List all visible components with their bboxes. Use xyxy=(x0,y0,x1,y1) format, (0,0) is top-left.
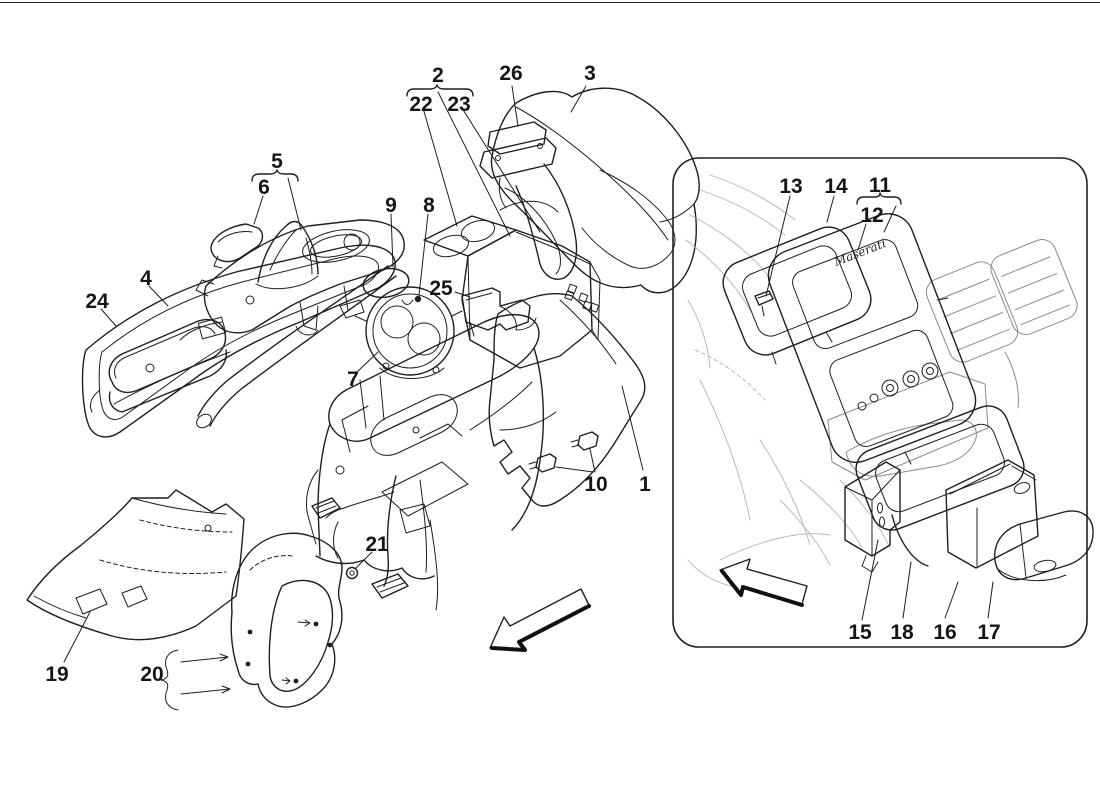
grommet-part-21 xyxy=(345,566,359,580)
wiring-harness xyxy=(311,475,431,599)
armrest-lid-part-3 xyxy=(490,87,700,294)
part-label-19: 19 xyxy=(45,663,68,686)
part-label-12: 12 xyxy=(860,204,883,227)
part-label-4: 4 xyxy=(140,267,152,290)
part-labels-main: 2 22 23 26 3 5 6 9 8 4 24 25 7 10 1 19 2… xyxy=(45,62,651,686)
part-label-24: 24 xyxy=(85,290,109,313)
part-label-23: 23 xyxy=(447,93,470,116)
part-label-10: 10 xyxy=(584,473,607,496)
ashtray-drawer-part-17 xyxy=(994,510,1094,582)
part-label-22: 22 xyxy=(409,93,432,116)
small-lid-part-6 xyxy=(210,223,264,269)
side-panel-part-1 xyxy=(488,290,646,507)
part-label-20: 20 xyxy=(140,663,163,686)
part-label-5: 5 xyxy=(271,150,283,173)
center-stack xyxy=(827,362,989,481)
part-label-8: 8 xyxy=(423,194,435,217)
part-label-6: 6 xyxy=(258,176,270,199)
leader-lines-main xyxy=(63,84,644,663)
latch-part-25 xyxy=(461,287,537,337)
hinge-arm xyxy=(499,163,578,280)
armrest-pad-part-24 xyxy=(108,318,231,413)
bracket-11-12 xyxy=(856,192,902,205)
part-label-25: 25 xyxy=(429,277,453,300)
cupholder-part-7 xyxy=(354,286,463,379)
fastener-clips-part-10 xyxy=(528,431,599,473)
part-labels-inset: 13 14 11 12 15 18 16 17 xyxy=(779,174,1000,644)
part-label-15: 15 xyxy=(848,621,872,644)
bracket-5-6 xyxy=(251,169,299,182)
rear-cover-part-20 xyxy=(230,532,343,708)
part-label-26: 26 xyxy=(499,62,522,85)
screw-part-8 xyxy=(414,295,422,303)
part-label-1: 1 xyxy=(639,473,651,496)
inset-direction-arrow xyxy=(719,558,808,607)
hinge-part-26 xyxy=(479,121,557,209)
part-label-16: 16 xyxy=(933,621,956,644)
part-label-17: 17 xyxy=(977,621,1000,644)
leader-lines-inset xyxy=(765,192,994,621)
clip-part-13 xyxy=(754,290,774,317)
console-tunnel xyxy=(305,313,545,611)
console-base-part-4 xyxy=(81,244,397,438)
inset-detail-box xyxy=(672,157,1088,648)
ashtray-housing-part-16 xyxy=(945,459,1039,569)
shift-surround-part-5 xyxy=(195,219,405,336)
bracket-22-23 xyxy=(406,84,474,97)
part-label-7: 7 xyxy=(347,368,359,391)
part-label-11: 11 xyxy=(869,174,892,197)
part-label-3: 3 xyxy=(584,62,596,85)
dashboard-sketch xyxy=(685,174,891,589)
air-vents xyxy=(925,239,1078,409)
maserati-script: Maserati xyxy=(831,236,888,269)
outer-bezel-part-14 xyxy=(722,226,872,365)
part-label-13: 13 xyxy=(779,175,802,198)
part-label-9: 9 xyxy=(385,194,397,217)
part-label-18: 18 xyxy=(890,621,914,644)
part-label-21: 21 xyxy=(365,533,389,556)
ashtray-bezel-part-18 xyxy=(855,405,1025,567)
part-label-2: 2 xyxy=(432,64,444,87)
part-label-14: 14 xyxy=(824,175,848,198)
brace-part-20 xyxy=(160,649,231,711)
main-direction-arrow xyxy=(489,588,591,652)
radio-surround-part-11-12: Maserati xyxy=(767,213,977,465)
rear-cover-part-19 xyxy=(26,489,245,641)
